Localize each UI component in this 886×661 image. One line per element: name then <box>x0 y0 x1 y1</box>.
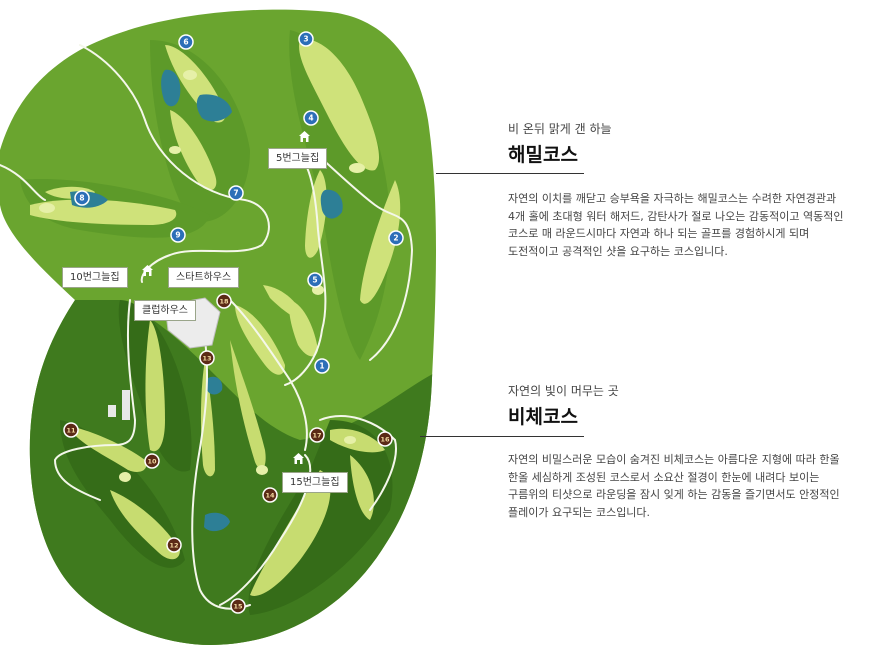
shelter-15-label[interactable]: 15번그늘집 <box>282 472 348 493</box>
bichae-desc-line: 자연의 비밀스러운 모습이 숨겨진 비체코스는 아름다운 지형에 따라 한올 <box>508 453 840 466</box>
shelter-5-label[interactable]: 5번그늘집 <box>268 148 328 169</box>
hole-number: 8 <box>79 194 84 203</box>
haemil-description: 자연의 이치를 깨닫고 승부욕을 자극하는 해밀코스는 수려한 자연경관과 4개… <box>508 190 843 260</box>
shelter-10-icon <box>142 265 153 276</box>
shelter-5-icon <box>299 131 310 142</box>
hole-number: 9 <box>175 231 180 240</box>
bichae-desc-line: 구름위의 티샷으로 라운딩을 잠시 잊게 하는 감동을 즐기면서도 안정적인 <box>508 488 840 501</box>
hole-number: 11 <box>66 427 76 435</box>
hole-marker-16[interactable]: 16 <box>377 431 393 447</box>
hole-number: 4 <box>308 114 313 123</box>
hole-marker-7[interactable]: 7 <box>228 185 244 201</box>
haemil-desc-line: 4개 홀에 초대형 워터 해저드, 감탄사가 절로 나오는 감동적이고 역동적인 <box>508 209 844 223</box>
bichae-subtitle: 자연의 빛이 머무는 곳 <box>508 384 619 398</box>
haemil-subtitle: 비 온뒤 맑게 갠 하늘 <box>508 122 612 136</box>
hole-marker-13[interactable]: 13 <box>199 350 215 366</box>
bichae-leader-line <box>420 436 584 437</box>
hole-number: 17 <box>312 432 321 440</box>
club-house-label[interactable]: 클럽하우스 <box>134 300 196 321</box>
hole-marker-2[interactable]: 2 <box>388 230 404 246</box>
bichae-desc-line: 한올 세심하게 조성된 코스로서 소요산 절경이 한눈에 내려다 보이는 <box>508 470 820 484</box>
hole-marker-17[interactable]: 17 <box>309 427 325 443</box>
bichae-desc-line: 플레이가 요구되는 코스입니다. <box>508 505 651 519</box>
start-house-label[interactable]: 스타트하우스 <box>168 267 240 288</box>
hole-marker-18[interactable]: 18 <box>216 293 232 309</box>
hole-number: 2 <box>393 234 398 243</box>
shelter-10-label[interactable]: 10번그늘집 <box>62 267 128 288</box>
bichae-title: 비체코스 <box>508 406 578 428</box>
parking-area <box>108 390 130 420</box>
hole-marker-5[interactable]: 5 <box>307 272 323 288</box>
hole-marker-6[interactable]: 6 <box>178 34 194 50</box>
hole-number: 12 <box>169 542 178 550</box>
hole-number: 13 <box>202 355 211 363</box>
hole-marker-10[interactable]: 10 <box>144 453 160 469</box>
hole-number: 1 <box>319 362 324 371</box>
hole-number: 6 <box>183 38 188 47</box>
bichae-description: 자연의 비밀스러운 모습이 숨겨진 비체코스는 아름다운 지형에 따라 한올 한… <box>508 451 840 521</box>
shelter-15-icon <box>293 453 304 464</box>
hole-number: 16 <box>380 436 390 444</box>
hole-number: 18 <box>219 298 229 306</box>
hole-marker-9[interactable]: 9 <box>170 227 186 243</box>
hole-number: 10 <box>147 458 157 466</box>
haemil-title: 해밀코스 <box>508 144 578 166</box>
haemil-leader-line <box>436 173 584 174</box>
hole-marker-14[interactable]: 14 <box>262 487 278 503</box>
haemil-desc-line: 자연의 이치를 깨닫고 승부욕을 자극하는 해밀코스는 수려한 자연경관과 <box>508 192 837 205</box>
hole-marker-8[interactable]: 8 <box>74 190 90 206</box>
hole-marker-12[interactable]: 12 <box>166 537 182 553</box>
hole-marker-4[interactable]: 4 <box>303 110 319 126</box>
hole-number: 14 <box>265 492 275 500</box>
hole-marker-15[interactable]: 15 <box>230 598 246 614</box>
hole-marker-1[interactable]: 1 <box>314 358 330 374</box>
hole-marker-3[interactable]: 3 <box>298 31 314 47</box>
haemil-desc-line: 코스로 매 라운드시마다 자연과 하나 되는 골프를 경험하시게 되며 <box>508 227 810 240</box>
hole-number: 7 <box>233 189 238 198</box>
hole-number: 3 <box>303 35 308 44</box>
hole-marker-11[interactable]: 11 <box>63 422 79 438</box>
haemil-desc-line: 도전적이고 공격적인 샷을 요구하는 코스입니다. <box>508 244 728 258</box>
hole-number: 5 <box>312 276 317 285</box>
hole-number: 15 <box>233 603 243 611</box>
